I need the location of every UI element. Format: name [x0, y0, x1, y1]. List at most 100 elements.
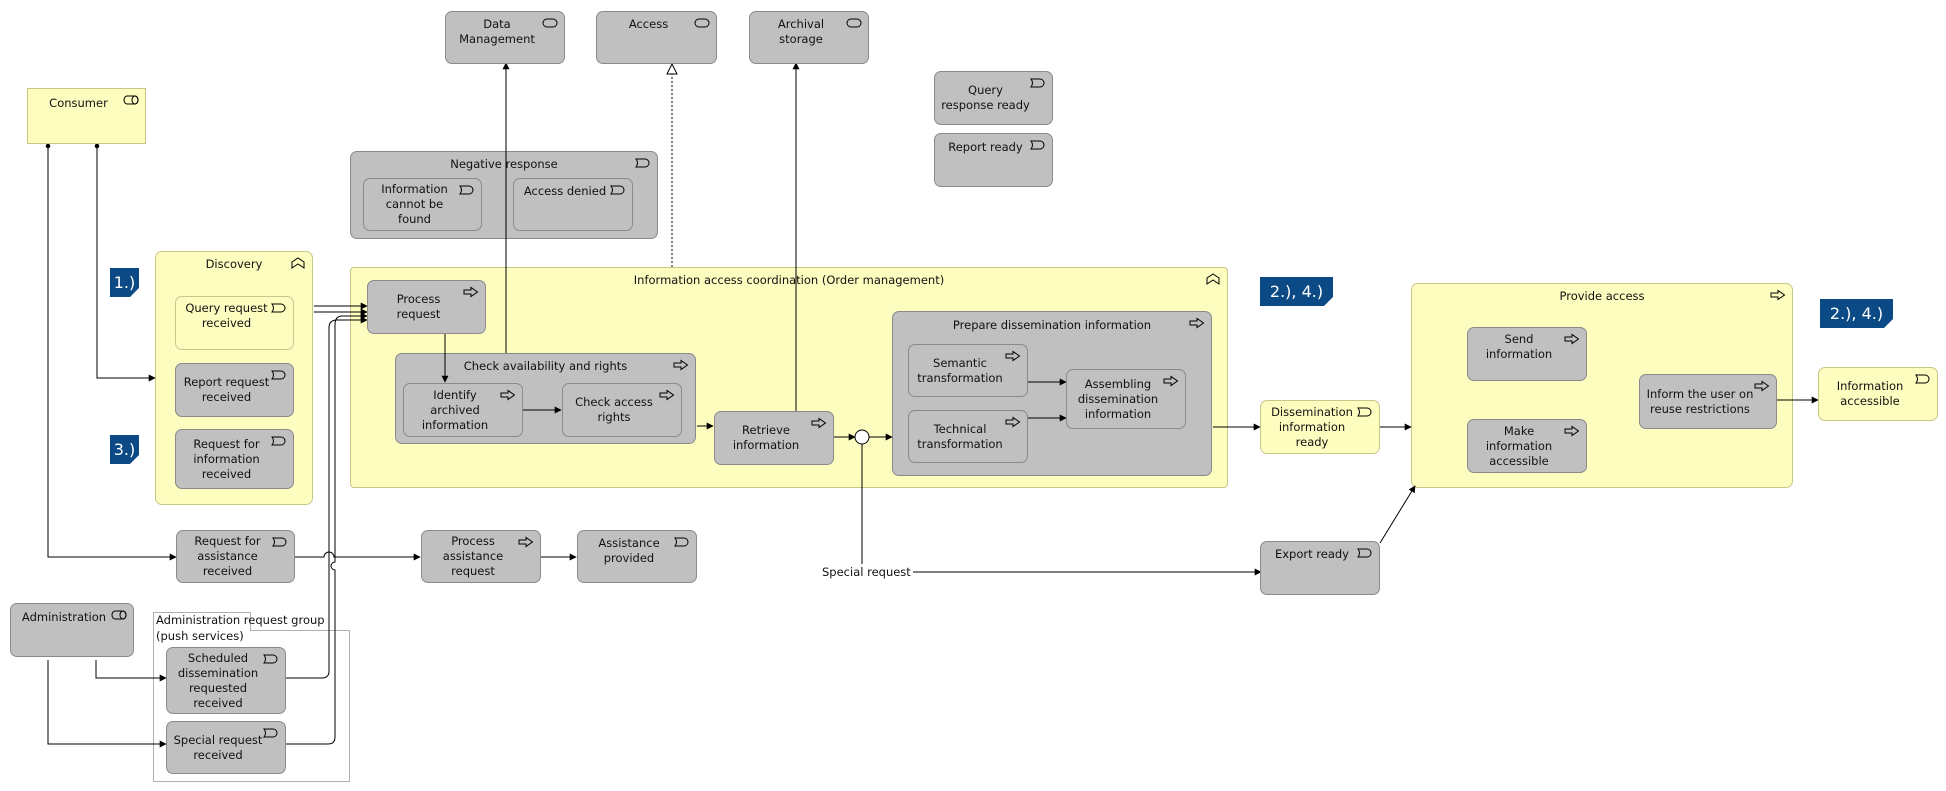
request-for-information-received-event[interactable]: Request for information received	[175, 429, 294, 489]
edge-admin-special	[47, 660, 167, 748]
access-service[interactable]: Access	[596, 11, 717, 64]
administration-request-group-label: Administration request group	[153, 612, 325, 631]
consumer-actor[interactable]: Consumer	[27, 88, 146, 144]
process-icon	[518, 536, 534, 548]
special-request-received-label: Special request received	[173, 732, 263, 762]
assembling-dissemination-information-process[interactable]: Assembling dissemination information	[1066, 369, 1186, 429]
event-icon	[272, 536, 288, 548]
assembling-dissemination-information-label: Assembling dissemination information	[1077, 376, 1159, 421]
information-cannot-be-found-label: Information cannot be found	[381, 182, 448, 226]
access-denied-event[interactable]: Access denied	[513, 178, 633, 231]
role-icon	[111, 609, 127, 621]
process-request-label: Process request	[396, 292, 441, 321]
identify-archived-information-label: Identify archived information	[421, 387, 489, 432]
report-ready-event[interactable]: Report ready	[934, 133, 1053, 187]
process-icon	[463, 286, 479, 298]
edge-consumer-assistance	[45, 143, 177, 561]
scheduled-dissemination-received-label: Scheduled dissemination requested receiv…	[177, 650, 259, 710]
query-response-ready-label: Query response ready	[941, 83, 1030, 112]
process-icon	[1163, 375, 1179, 387]
negative-response-title: Negative response	[450, 157, 558, 171]
access-label: Access	[628, 17, 669, 31]
check-access-rights-process[interactable]: Check access rights	[562, 383, 682, 437]
process-assistance-request-label: Process assistance request	[442, 534, 504, 578]
query-request-received-label: Query request received	[185, 301, 268, 330]
process-assistance-request-process[interactable]: Process assistance request	[421, 530, 541, 583]
edge-admin-scheduled	[95, 660, 167, 682]
inform-user-reuse-restrictions-label: Inform the user on reuse restrictions	[1646, 386, 1754, 416]
consumer-label: Consumer	[49, 96, 108, 110]
tag-1: 1.)	[110, 268, 139, 297]
administration-request-group-sub: (push services)	[156, 629, 244, 643]
event-icon	[1030, 139, 1046, 151]
event-icon	[271, 302, 287, 314]
administration-request-group[interactable]	[153, 630, 350, 782]
information-access-coordination-title: Information access coordination (Order m…	[633, 273, 945, 287]
administration-actor[interactable]: Administration	[10, 603, 134, 657]
retrieve-information-process[interactable]: Retrieve information	[714, 411, 834, 465]
identify-archived-information-process[interactable]: Identify archived information	[403, 383, 523, 437]
discovery-title: Discovery	[205, 257, 263, 271]
process-request-process[interactable]: Process request	[367, 280, 486, 334]
query-response-ready-event[interactable]: Query response ready	[934, 71, 1053, 125]
semantic-transformation-label: Semantic transformation	[917, 355, 1003, 385]
administration-request-group-title: Administration request group	[156, 613, 325, 627]
archival-storage-service[interactable]: Archival storage	[749, 11, 869, 64]
process-icon	[1564, 425, 1580, 437]
process-icon	[659, 389, 675, 401]
inform-user-reuse-restrictions-process[interactable]: Inform the user on reuse restrictions	[1639, 374, 1777, 429]
assistance-provided-event[interactable]: Assistance provided	[577, 530, 697, 583]
edge-assistance-process	[295, 551, 421, 561]
service-icon	[846, 17, 862, 29]
event-icon	[610, 184, 626, 196]
tag-2-4-coordination: 2.), 4.)	[1260, 277, 1333, 306]
request-for-assistance-received-label: Request for assistance received	[194, 534, 261, 578]
access-denied-label: Access denied	[523, 184, 607, 198]
edge-scheduled-process	[286, 316, 368, 679]
assistance-provided-label: Assistance provided	[598, 536, 660, 565]
check-availability-title: Check availability and rights	[463, 359, 628, 373]
request-for-assistance-received-event[interactable]: Request for assistance received	[176, 530, 295, 583]
scheduled-dissemination-received-event[interactable]: Scheduled dissemination requested receiv…	[166, 647, 286, 714]
technical-transformation-process[interactable]: Technical transformation	[908, 410, 1028, 463]
process-icon	[811, 417, 827, 429]
information-cannot-be-found-event[interactable]: Information cannot be found	[363, 178, 482, 231]
edge-export-provide	[1379, 485, 1416, 544]
service-icon	[694, 17, 710, 29]
send-information-process[interactable]: Send information	[1467, 327, 1587, 381]
process-icon	[1005, 350, 1021, 362]
semantic-transformation-process[interactable]: Semantic transformation	[908, 344, 1028, 397]
event-icon	[271, 435, 287, 447]
send-information-label: Send information	[1485, 332, 1553, 361]
event-icon	[1030, 77, 1046, 89]
information-accessible-label: Information accessible	[1836, 379, 1904, 408]
technical-transformation-label: Technical transformation	[917, 421, 1003, 451]
event-icon	[459, 184, 475, 196]
dissemination-information-ready-event[interactable]: Dissemination information ready	[1260, 400, 1380, 454]
report-request-received-event[interactable]: Report request received	[175, 363, 294, 417]
tag-2-4-provide: 2.), 4.)	[1820, 299, 1893, 328]
event-icon	[1357, 406, 1373, 418]
event-icon	[674, 536, 690, 548]
data-management-service[interactable]: Data Management	[445, 11, 565, 64]
provide-access-title: Provide access	[1559, 289, 1645, 303]
make-information-accessible-process[interactable]: Make information accessible	[1467, 419, 1587, 473]
information-accessible-event[interactable]: Information accessible	[1818, 367, 1938, 421]
tag-3: 3.)	[110, 435, 139, 464]
special-request-received-event[interactable]: Special request received	[166, 721, 286, 774]
process-icon	[500, 389, 516, 401]
service-icon	[542, 17, 558, 29]
event-icon	[263, 727, 279, 739]
event-icon	[263, 653, 279, 665]
export-ready-event[interactable]: Export ready	[1260, 541, 1380, 595]
request-for-information-received-label: Request for information received	[193, 436, 260, 481]
export-ready-label: Export ready	[1274, 547, 1349, 561]
role-icon	[123, 94, 139, 106]
query-request-received-event[interactable]: Query request received	[175, 296, 294, 350]
archival-storage-label: Archival storage	[777, 17, 825, 46]
prepare-dissemination-title: Prepare dissemination information	[952, 318, 1152, 332]
make-information-accessible-label: Make information accessible	[1485, 423, 1553, 468]
administration-label: Administration	[21, 610, 107, 624]
event-icon	[1915, 373, 1931, 385]
